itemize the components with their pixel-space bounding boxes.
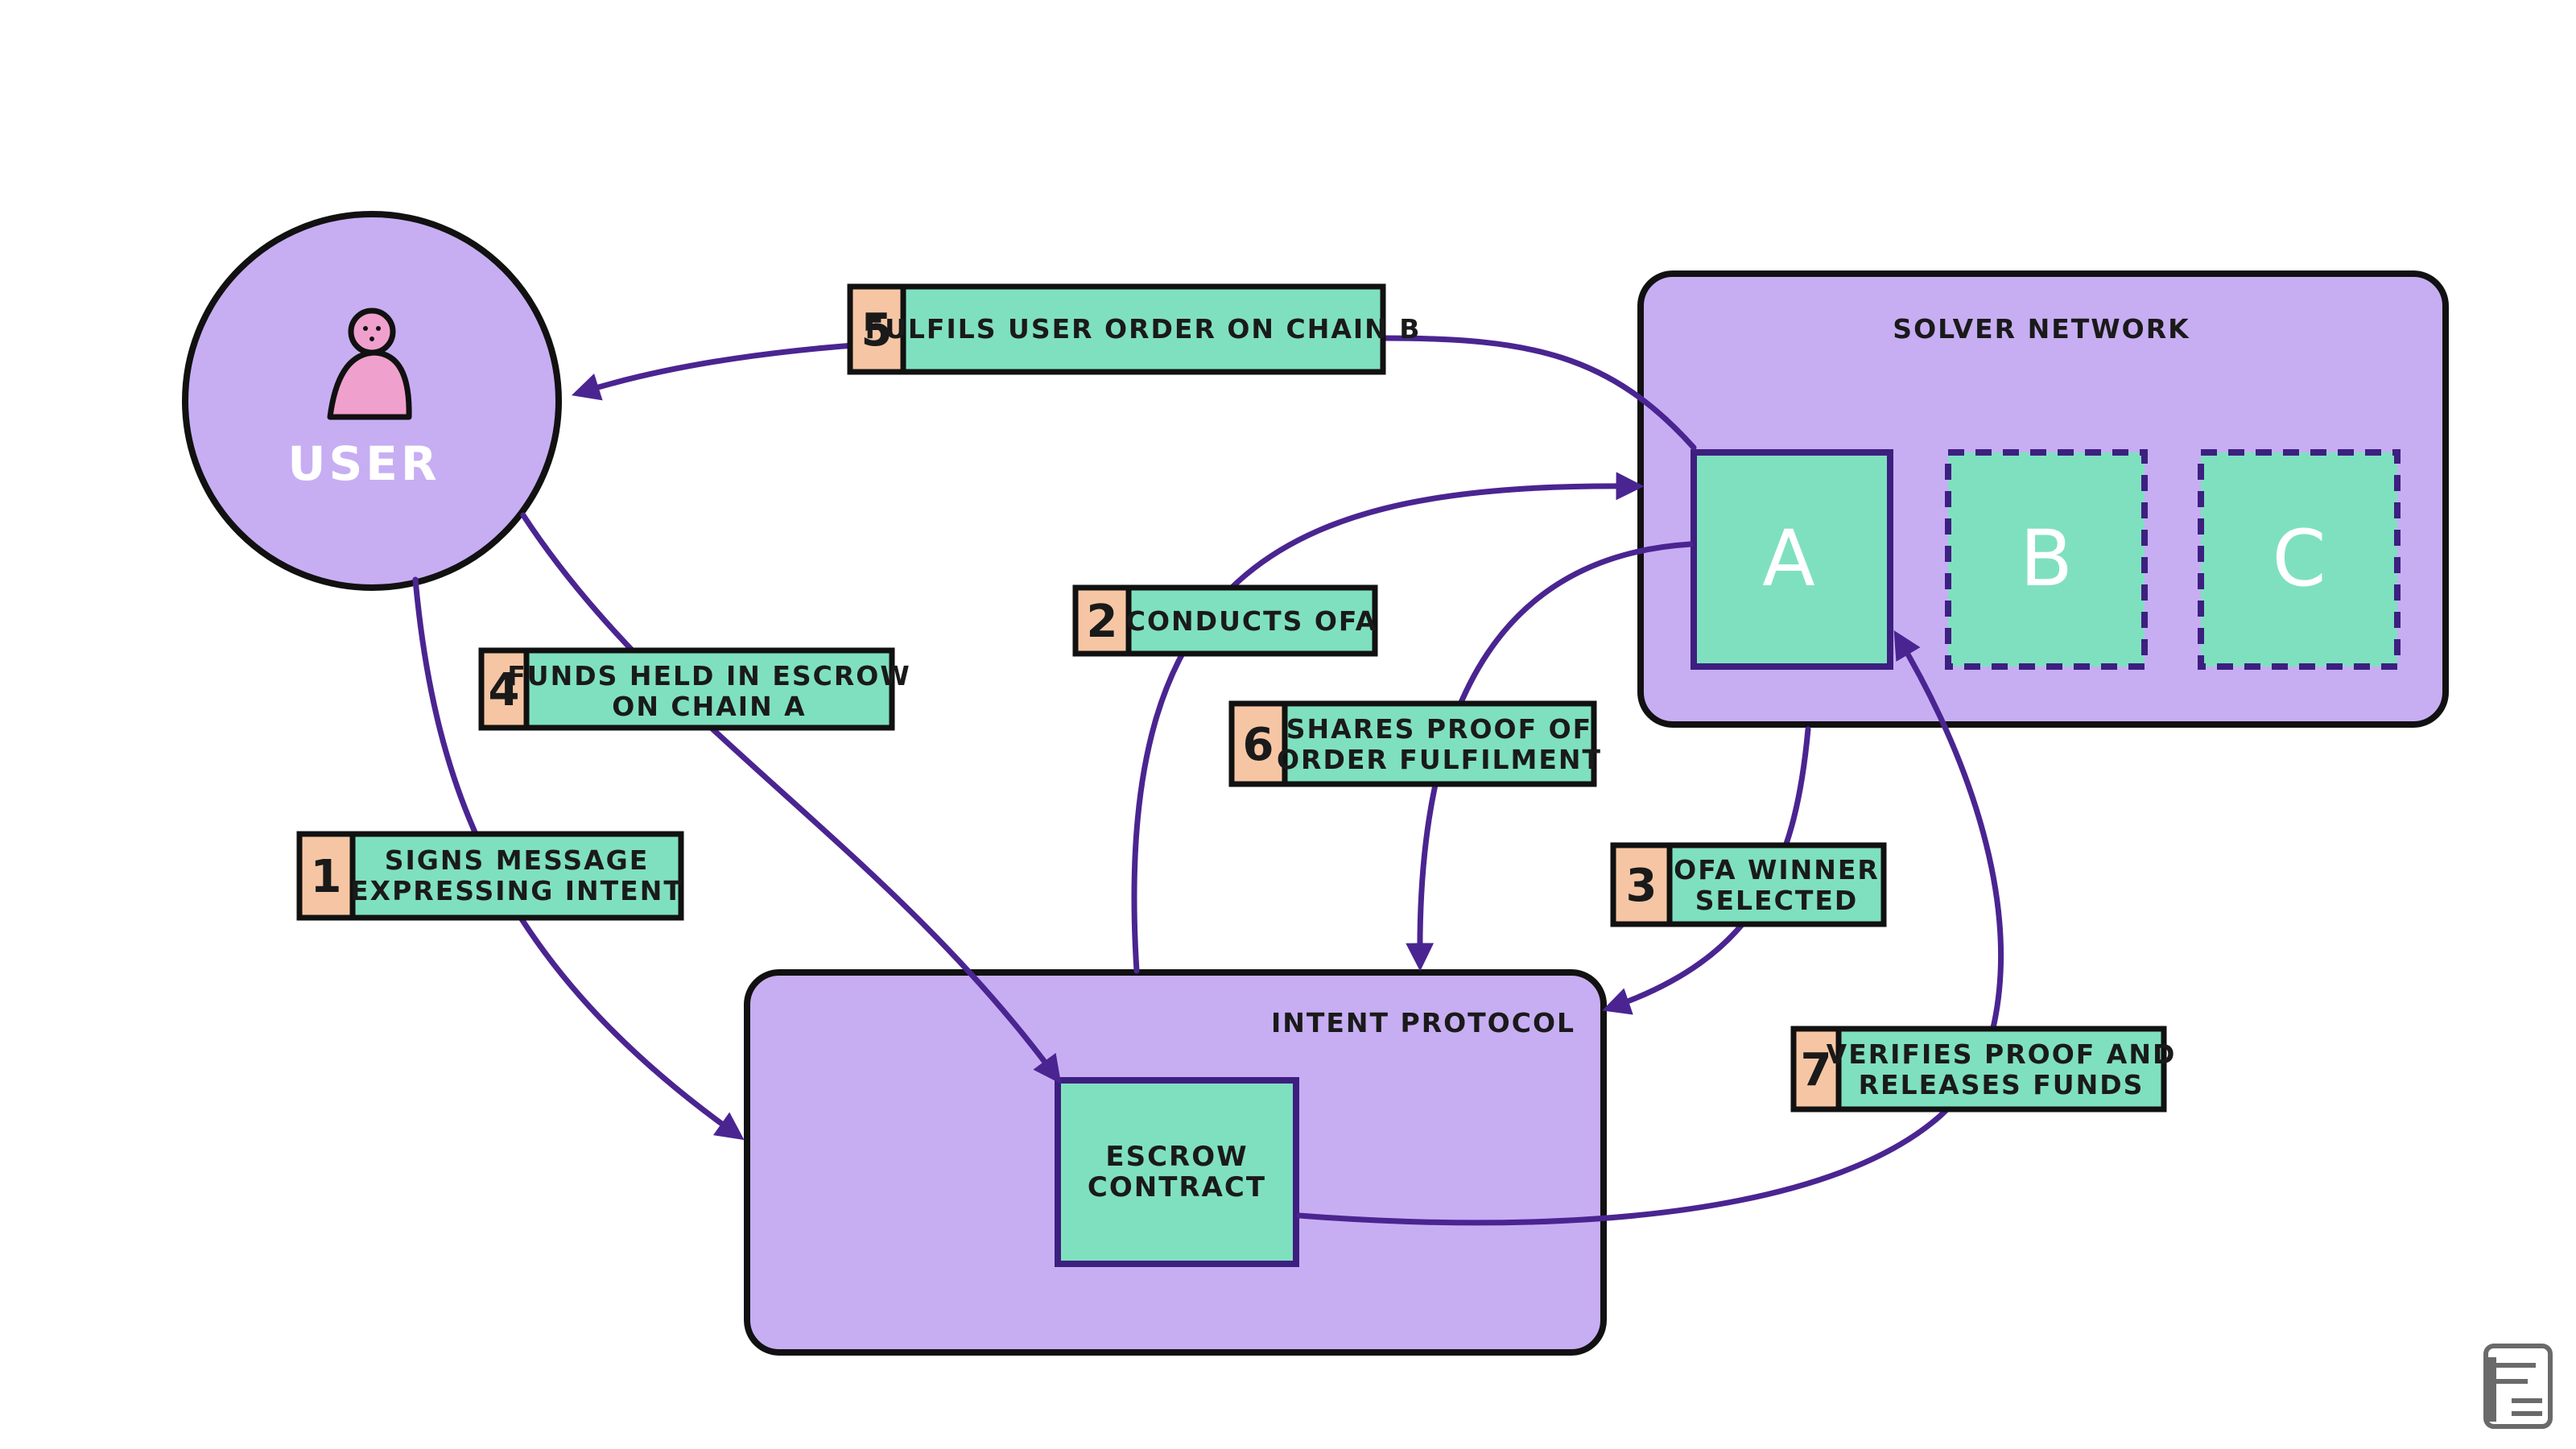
step-7-text-line1: VERIFIES PROOF AND (1827, 1038, 2177, 1070)
escrow-contract-box (1055, 1077, 1299, 1267)
step-7-label: 7 VERIFIES PROOF AND RELEASES FUNDS (1790, 1026, 2177, 1113)
step-6-text-line1: SHARES PROOF OF (1286, 713, 1592, 745)
arrow-step6 (1406, 541, 1694, 972)
arrow-step2 (1131, 472, 1645, 974)
step-1-number: 1 (311, 851, 342, 903)
step-4-number: 4 (489, 664, 520, 716)
step-7-number: 7 (1801, 1044, 1832, 1096)
arrow-step4 (520, 512, 1062, 1084)
step-2-text: CONDUCTS OFA (1126, 605, 1377, 637)
step-1-label: 1 SIGNS MESSAGE EXPRESSING INTENT (296, 831, 684, 921)
user-icon (327, 308, 412, 420)
intent-protocol-label: INTENT PROTOCOL (1271, 1007, 1575, 1038)
step-2-number: 2 (1087, 596, 1118, 648)
solver-b-label: B (2020, 514, 2073, 604)
step-1-text-line1: SIGNS MESSAGE (385, 844, 650, 876)
solver-network-label: SOLVER NETWORK (1893, 313, 2190, 345)
publisher-mark-icon (2483, 1344, 2553, 1429)
step-6-number: 6 (1243, 719, 1274, 771)
step-4-label: 4 FUNDS HELD IN ESCROW ON CHAIN A (478, 647, 910, 731)
solver-c-label: C (2272, 514, 2326, 604)
step-4-text-line1: FUNDS HELD IN ESCROW (507, 660, 910, 691)
step-1-text-line2: EXPRESSING INTENT (350, 875, 683, 906)
step-5-label: 5 FULFILS USER ORDER ON CHAIN B (847, 283, 1422, 375)
step-5-number: 5 (861, 304, 893, 357)
step-3-text-line2: SELECTED (1695, 885, 1859, 916)
user-label: USER (287, 436, 440, 491)
step-5-text: FULFILS USER ORDER ON CHAIN B (865, 313, 1422, 345)
step-3-number: 3 (1626, 860, 1657, 912)
step-6-text-line2: ORDER FULFILMENT (1277, 744, 1602, 775)
step-3-text-line1: OFA WINNER (1674, 854, 1880, 886)
escrow-label-line1: ESCROW (1105, 1141, 1248, 1173)
step-2-label: 2 CONDUCTS OFA (1072, 584, 1378, 657)
solver-a-label: A (1762, 514, 1815, 604)
step-3-label: 3 OFA WINNER SELECTED (1610, 842, 1887, 927)
solver-c-box (2198, 449, 2401, 670)
step-7-text-line2: RELEASES FUNDS (1859, 1069, 2145, 1100)
escrow-label-line2: CONTRACT (1088, 1171, 1266, 1203)
solver-b-box (1945, 449, 2148, 670)
solver-a-box (1690, 449, 1893, 670)
step-6-label: 6 SHARES PROOF OF ORDER FULFILMENT (1228, 700, 1602, 787)
step-4-text-line2: ON CHAIN A (612, 691, 806, 722)
